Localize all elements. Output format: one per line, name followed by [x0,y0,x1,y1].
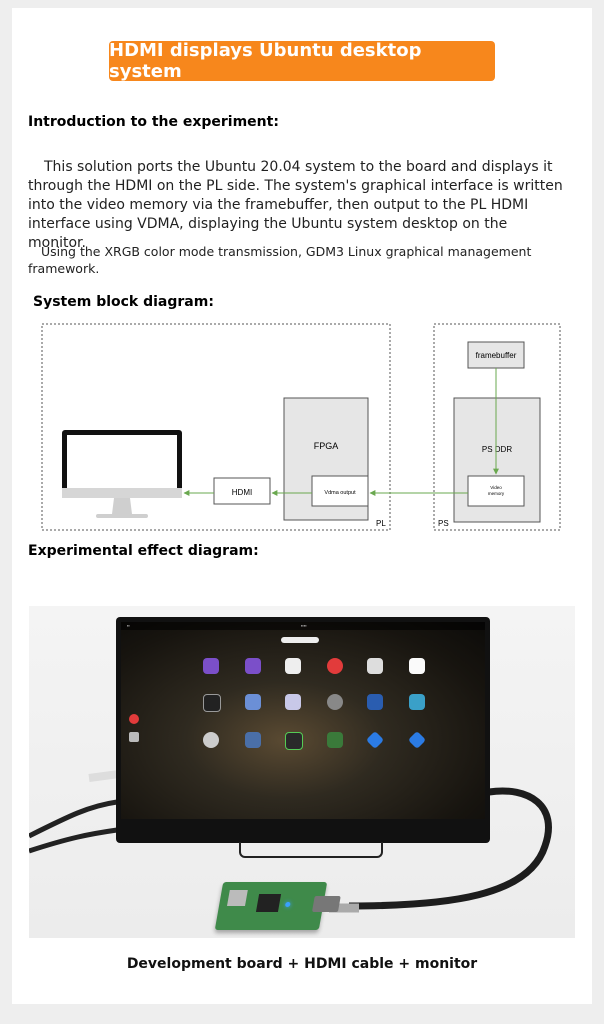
top-bar: ▪▪ ▪▪▪▪ [121,622,485,630]
framebuffer-box [467,341,525,369]
system-block-diagram: PL PS HDMI FPGA Vdma output PS DDR Video… [41,323,561,531]
content-card: HDMI displays Ubuntu desktop system Intr… [12,8,592,1004]
development-board [214,882,341,930]
fpga-label: FPGA [314,441,339,451]
pl-region [41,323,391,531]
intro-heading: Introduction to the experiment: [28,114,279,130]
app-icon [409,694,425,710]
app-icon [245,658,261,674]
framebuffer-label: framebuffer [476,351,517,360]
app-icon [367,694,383,710]
note-line: Using the XRGB color mode transmission, … [41,244,532,259]
hdmi-box [213,477,271,505]
intro-line: interface using VDMA, displaying the Ubu… [28,216,508,251]
intro-line: through the HDMI on the PL side. The sys… [28,178,563,194]
dock-help-icon [129,714,139,724]
app-icon [407,730,427,750]
intro-paragraph: This solution ports the Ubuntu 20.04 sys… [28,158,568,253]
search-icon [281,637,319,643]
page-title: HDMI displays Ubuntu desktop system [109,40,495,82]
intro-note: Using the XRGB color mode transmission, … [28,243,568,277]
pl-label: PL [376,519,386,528]
fpga-chip [255,894,282,912]
intro-line: into the video memory via the framebuffe… [28,197,529,213]
video-memory-label-1: Video [490,485,502,490]
ubuntu-desktop-screen: ▪▪ ▪▪▪▪ [121,622,485,819]
photo-caption: Development board + HDMI cable + monitor [126,956,478,972]
led-indicator [284,902,291,907]
app-icon [245,732,261,748]
hdmi-connector [311,896,341,912]
app-icon [285,732,303,750]
dock-apps-grid-icon [129,732,139,742]
app-icon [203,694,221,712]
video-memory-label-2: memory [488,491,505,496]
ps-label: PS [438,519,449,528]
app-icon [285,694,301,710]
app-icon [285,658,301,674]
clock-icon: ▪▪▪▪ [301,623,307,628]
video-memory-box [467,475,525,507]
block-diagram-heading: System block diagram: [33,294,214,310]
effect-photo: ▪▪ ▪▪▪▪ [29,606,575,938]
activities-icon: ▪▪ [127,623,130,628]
ps-ddr-label: PS DDR [482,445,512,454]
note-line: framework. [28,261,100,276]
app-icon [245,694,261,710]
app-icon [203,658,219,674]
vdma-label: Vdma output [324,490,356,496]
intro-line: This solution ports the Ubuntu 20.04 sys… [44,159,553,175]
app-icon [365,730,385,750]
monitor-stand [239,842,383,858]
app-icon [327,732,343,748]
app-icon [367,658,383,674]
hdmi-label: HDMI [232,488,252,497]
flag-icon [409,658,425,674]
vdma-box [311,475,369,507]
help-icon [327,658,343,674]
app-icon [327,694,343,710]
effect-heading: Experimental effect diagram: [28,543,259,559]
monitor: ▪▪ ▪▪▪▪ [116,617,490,843]
ethernet-port [227,890,248,906]
gear-icon [203,732,219,748]
ps-region [433,323,561,531]
monitor-icon [62,430,182,518]
